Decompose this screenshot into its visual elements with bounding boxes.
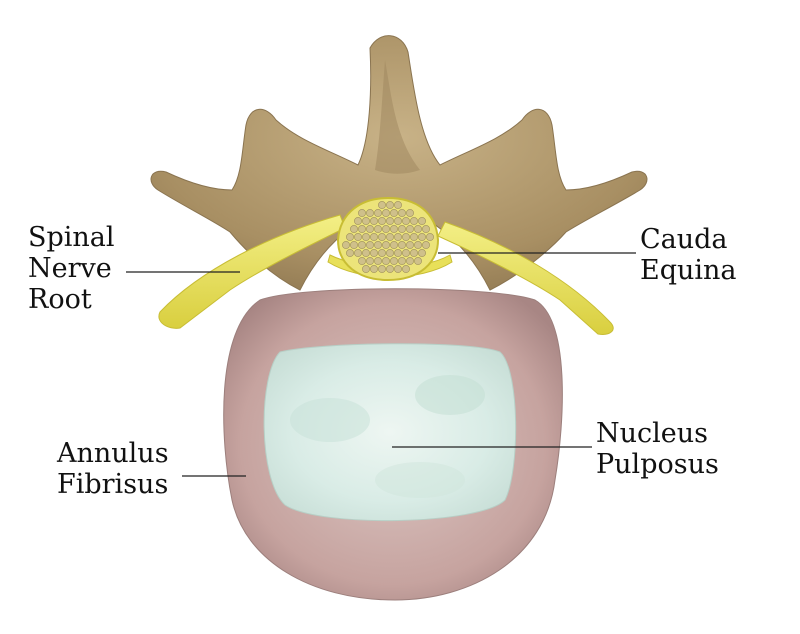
- nerve-fiber: [402, 217, 410, 225]
- nerve-fiber: [370, 217, 378, 225]
- nerve-fiber: [382, 257, 390, 265]
- label-annulus-fibrosus: Annulus Fibrisus: [57, 438, 169, 500]
- nerve-fiber: [378, 249, 386, 257]
- nerve-fiber: [374, 225, 382, 233]
- nerve-fiber: [362, 249, 370, 257]
- nerve-fiber: [374, 257, 382, 265]
- label-line: Annulus: [57, 438, 169, 469]
- nerve-fiber: [398, 257, 406, 265]
- nerve-fiber: [386, 201, 394, 209]
- nerve-fiber: [354, 217, 362, 225]
- nerve-fiber: [358, 225, 366, 233]
- label-cauda-equina: Cauda Equina: [640, 224, 737, 286]
- cauda-equina-fibers: [342, 201, 434, 273]
- nerve-fiber: [362, 217, 370, 225]
- nerve-fiber: [418, 217, 426, 225]
- nerve-fiber: [374, 241, 382, 249]
- nerve-fiber: [382, 225, 390, 233]
- label-line: Cauda: [640, 224, 728, 255]
- nerve-fiber: [354, 233, 362, 241]
- nerve-fiber: [382, 209, 390, 217]
- nerve-fiber: [346, 249, 354, 257]
- nerve-fiber: [414, 225, 422, 233]
- nerve-fiber: [354, 249, 362, 257]
- cauda-equina: [336, 196, 440, 282]
- nerve-fiber: [390, 257, 398, 265]
- nerve-fiber: [410, 217, 418, 225]
- nerve-fiber: [390, 241, 398, 249]
- nerve-fiber: [366, 257, 374, 265]
- label-line: Root: [28, 284, 92, 315]
- nerve-fiber: [366, 241, 374, 249]
- nerve-fiber: [358, 241, 366, 249]
- nerve-fiber: [350, 225, 358, 233]
- nerve-fiber: [394, 201, 402, 209]
- nerve-fiber: [410, 233, 418, 241]
- nerve-fiber: [386, 233, 394, 241]
- nerve-fiber: [370, 249, 378, 257]
- nerve-fiber: [394, 249, 402, 257]
- nerve-fiber: [418, 233, 426, 241]
- leader-lines: [126, 252, 636, 477]
- nerve-fiber: [378, 233, 386, 241]
- nerve-fiber: [366, 225, 374, 233]
- nerve-fiber: [358, 209, 366, 217]
- nerve-fiber: [346, 233, 354, 241]
- nerve-fiber: [370, 233, 378, 241]
- nerve-fiber: [418, 249, 426, 257]
- nerve-fiber: [350, 241, 358, 249]
- label-line: Pulposus: [596, 449, 719, 480]
- nerve-fiber: [402, 265, 410, 273]
- nerve-fiber: [410, 249, 418, 257]
- nerve-fiber: [386, 249, 394, 257]
- nerve-fiber: [386, 265, 394, 273]
- nerve-fiber: [378, 265, 386, 273]
- label-line: Equina: [640, 255, 737, 286]
- label-line: Nerve: [28, 253, 112, 284]
- nerve-fiber: [406, 225, 414, 233]
- nucleus-pulposus: [263, 343, 517, 522]
- nerve-fiber: [402, 249, 410, 257]
- nerve-fiber: [390, 209, 398, 217]
- nerve-fiber: [406, 241, 414, 249]
- nerve-fiber: [390, 225, 398, 233]
- nerve-fiber: [398, 209, 406, 217]
- nerve-fiber: [422, 225, 430, 233]
- nerve-fiber: [386, 217, 394, 225]
- nerve-fiber: [382, 241, 390, 249]
- nerve-fiber: [394, 217, 402, 225]
- nerve-fiber: [370, 265, 378, 273]
- nerve-fiber: [406, 209, 414, 217]
- nerve-fiber: [422, 241, 430, 249]
- nerve-fiber: [426, 233, 434, 241]
- nerve-fiber: [378, 201, 386, 209]
- nerve-fiber: [402, 233, 410, 241]
- nerve-fiber: [378, 217, 386, 225]
- nerve-fiber: [366, 209, 374, 217]
- nerve-fiber: [362, 265, 370, 273]
- label-spinal-nerve-root: Spinal Nerve Root: [28, 222, 115, 315]
- nerve-fiber: [394, 233, 402, 241]
- nerve-fiber: [342, 241, 350, 249]
- label-line: Spinal: [28, 222, 115, 253]
- nerve-fiber: [414, 257, 422, 265]
- nerve-fiber: [414, 241, 422, 249]
- nerve-fiber: [398, 241, 406, 249]
- nerve-fiber: [406, 257, 414, 265]
- nerve-fiber: [358, 257, 366, 265]
- nerve-fiber: [362, 233, 370, 241]
- label-line: Fibrisus: [57, 469, 169, 500]
- nerve-fiber: [374, 209, 382, 217]
- label-line: Nucleus: [596, 418, 708, 449]
- nerve-fiber: [394, 265, 402, 273]
- nerve-fiber: [398, 225, 406, 233]
- label-nucleus-pulposus: Nucleus Pulposus: [596, 418, 719, 480]
